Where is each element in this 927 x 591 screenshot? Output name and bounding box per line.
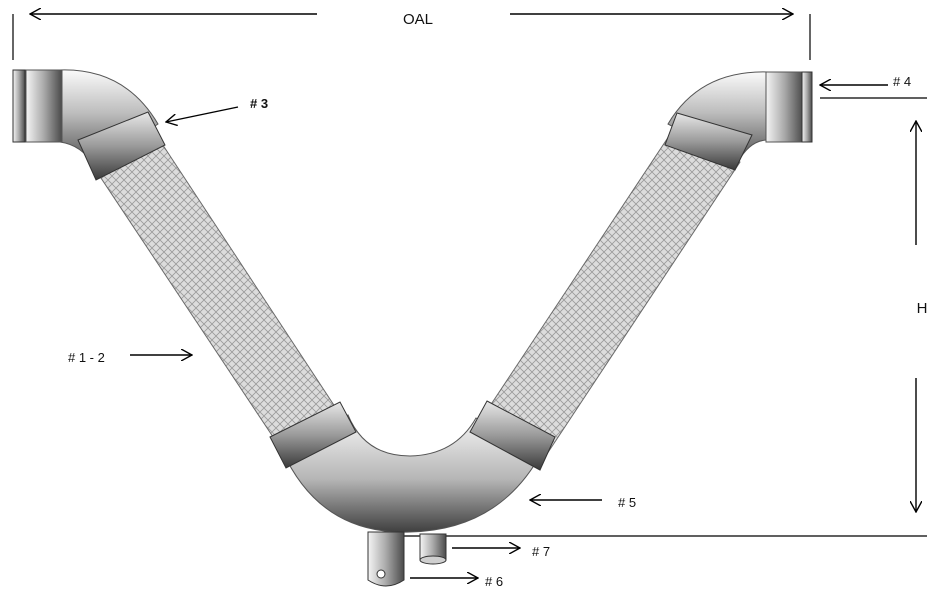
bottom-right-collar (469, 400, 556, 471)
top-right-end-flange (801, 71, 813, 143)
top-left-collar (77, 111, 166, 181)
top-right-collar (664, 112, 753, 171)
callout-3-arrow (166, 106, 239, 122)
bracket-hole (376, 569, 386, 579)
mounting-bracket (367, 531, 405, 587)
bottom-left-collar (269, 401, 357, 469)
left-braided-hose (92, 129, 346, 459)
top-right-sleeve (765, 71, 804, 143)
oal-label: OAL (403, 11, 433, 28)
callout-5-label: # 5 (618, 495, 636, 510)
top-left-sleeve (25, 69, 63, 143)
bottom-u-bend (281, 414, 543, 533)
h-label: H (917, 300, 927, 317)
callout-6-label: # 6 (485, 574, 503, 589)
callout-7-label: # 7 (532, 544, 550, 559)
h-dimension: H (395, 97, 927, 537)
callout-3-label: # 3 (250, 96, 268, 111)
top-left-end-flange (12, 69, 26, 143)
callout-1-2-label: # 1 - 2 (68, 350, 105, 365)
oal-dimension: OAL (12, 11, 811, 60)
right-braided-hose (477, 126, 741, 461)
drain-boss (419, 533, 447, 565)
callout-4-label: # 4 (893, 74, 911, 89)
